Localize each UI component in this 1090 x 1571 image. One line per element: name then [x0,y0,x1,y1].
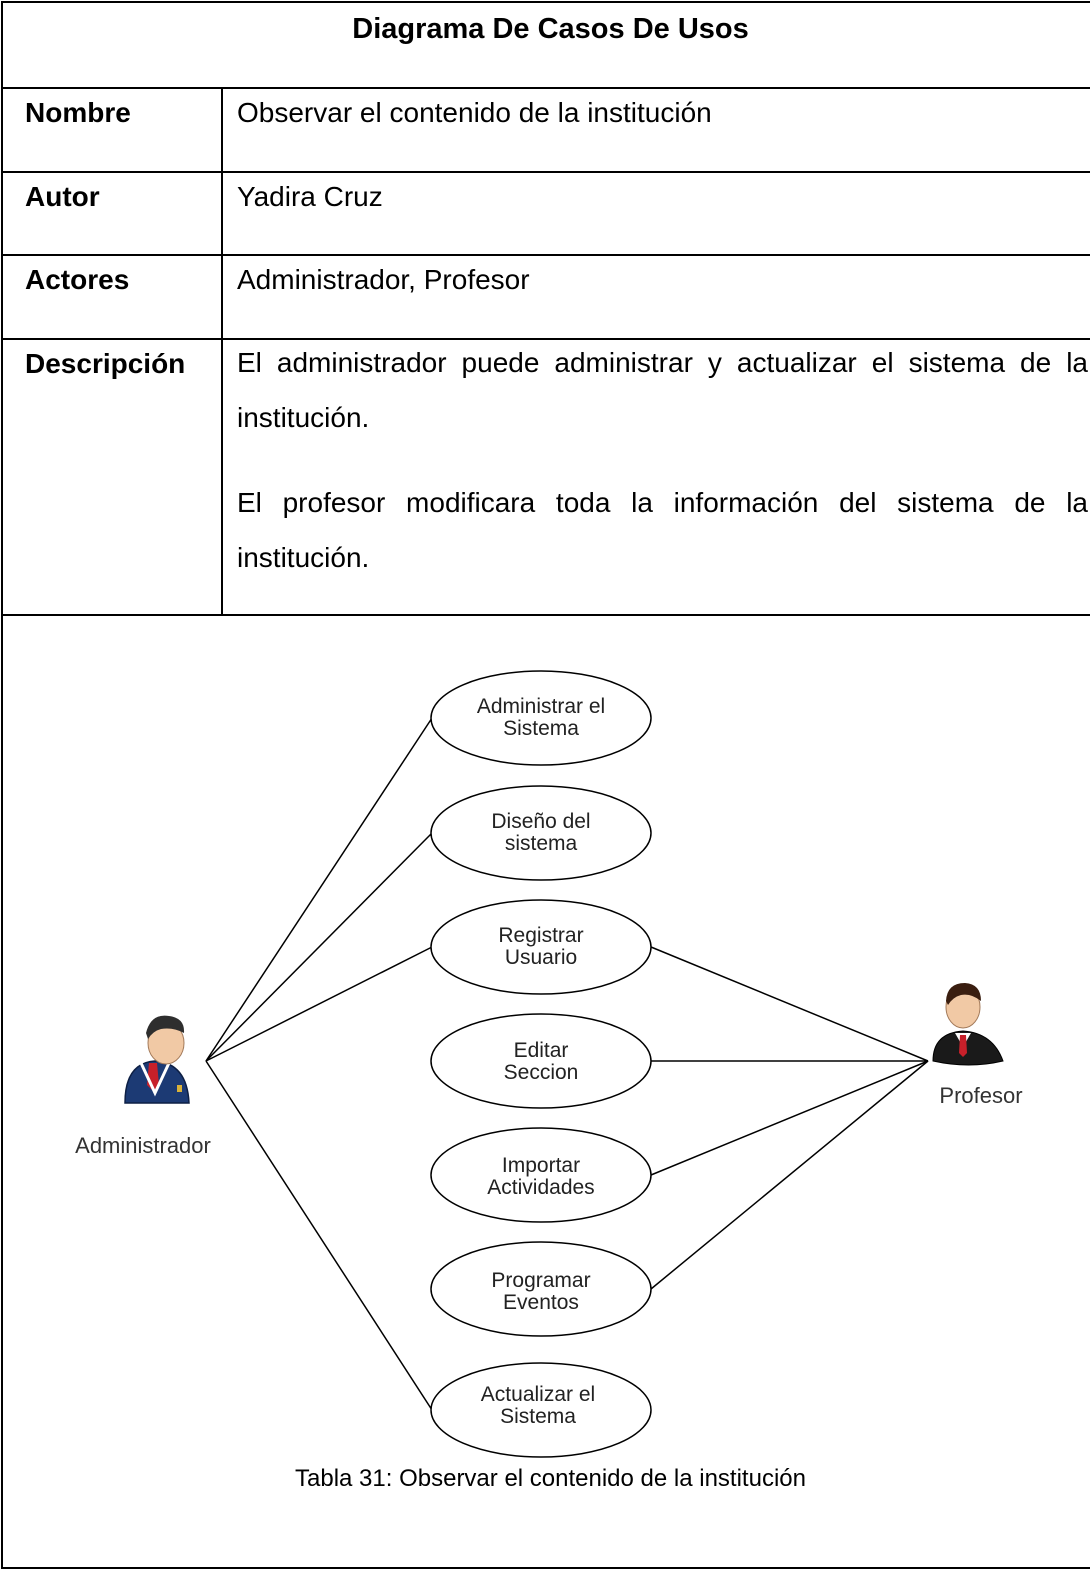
label-descripcion: Descripción [3,340,223,614]
use-case-4-label-2: Seccion [504,1061,579,1084]
use-case-2-label-1: Diseño del [491,810,590,833]
label-autor: Autor [3,173,223,254]
value-autor: Yadira Cruz [237,181,383,212]
use-case-1-label-2: Sistema [503,717,579,740]
use-case-4-label-1: Editar [514,1039,569,1062]
use-case-3: Registrar Usuario [430,899,652,995]
use-case-2: Diseño del sistema [430,785,652,881]
label-nombre: Nombre [3,89,223,171]
use-case-diagram: Administrar el Sistema Diseño del sistem… [75,670,1023,1458]
use-case-6-label-2: Eventos [503,1291,579,1314]
row-nombre: Nombre Observar el contenido de la insti… [3,89,1090,173]
administrador-actor-icon: Administrador [75,1015,211,1158]
label-actores: Actores [3,256,223,338]
row-actores: Actores Administrador, Profesor [3,256,1090,340]
use-case-1-label-1: Administrar el [477,695,605,718]
row-autor: Autor Yadira Cruz [3,173,1090,256]
value-descripcion: El administrador puede administrar y act… [237,335,1088,585]
use-case-5: Importar Actividades [430,1127,652,1223]
row-descripcion: Descripción El administrador puede admin… [3,340,1090,616]
value-nombre: Observar el contenido de la institución [237,97,712,128]
use-case-6-label-1: Programar [491,1269,590,1292]
administrador-label: Administrador [75,1133,211,1158]
use-case-3-label-2: Usuario [505,946,577,969]
descripcion-admin: El administrador puede administrar y act… [237,347,1088,433]
use-case-7-label-2: Sistema [500,1405,576,1428]
value-actores: Administrador, Profesor [237,264,530,295]
use-case-5-label-2: Actividades [487,1176,594,1199]
profesor-actor-icon: Profesor [932,983,1023,1108]
use-case-4: Editar Seccion [430,1013,652,1109]
admin-associations [205,717,433,1411]
table-caption: Tabla 31: Observar el contenido de la in… [295,1465,806,1492]
use-case-6: Programar Eventos [430,1241,652,1337]
use-case-3-label-1: Registrar [498,924,583,947]
descripcion-profesor: El profesor modificara toda la informaci… [237,487,1088,573]
use-case-1: Administrar el Sistema [430,670,652,766]
table-title: Diagrama De Casos De Usos [3,3,1090,89]
use-case-7: Actualizar el Sistema [430,1362,652,1458]
use-case-2-label-2: sistema [505,832,578,855]
use-case-5-label-1: Importar [502,1154,580,1177]
profesor-associations [650,946,929,1290]
use-case-7-label-1: Actualizar el [481,1383,595,1406]
profesor-label: Profesor [939,1083,1022,1108]
